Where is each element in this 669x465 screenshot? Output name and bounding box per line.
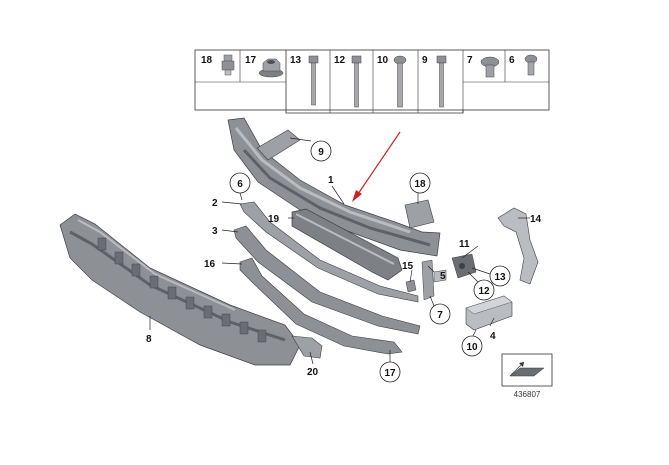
part-5-bracket [421,259,447,301]
callout-6: 6 [237,179,243,190]
callout-circle-6: 6 [229,172,251,194]
fastener-number-9: 9 [422,55,428,66]
fastener-number-18: 18 [201,55,213,66]
callout-7: 7 [437,310,443,321]
fastener-number-6: 6 [509,55,515,66]
callout-circle-18: 18 [409,172,431,194]
callout-16: 16 [204,259,216,270]
callout-13: 13 [494,272,506,283]
part-1-bumper-carrier [227,117,441,257]
long-bolt-icon [436,55,447,108]
callout-15: 15 [402,261,414,272]
callout-circle-12: 12 [473,279,495,301]
callout-12: 12 [478,286,490,297]
fastener-strip: 18 17 13 12 10 9 7 6 [194,49,550,114]
fastener-number-13: 13 [290,55,302,66]
callout-8: 8 [146,334,152,345]
fastener-number-17: 17 [245,55,257,66]
hex-nut-icon [221,54,235,76]
part-4-pad [465,295,513,331]
callout-17: 17 [384,368,396,379]
part-20-bracket [291,335,323,359]
part-3-rail [233,225,421,335]
callout-9: 9 [318,147,324,158]
callout-circle-9: 9 [310,140,332,162]
expanding-rivet-icon [480,56,500,78]
callout-circle-13: 13 [489,265,511,287]
reference-number: 436807 [514,390,541,399]
long-bolt-icon [308,55,319,106]
callout-circle-17: 17 [379,361,401,383]
part-15-clip [405,279,417,293]
callout-circle-7: 7 [429,303,451,325]
fastener-number-10: 10 [377,55,389,66]
callout-19: 19 [268,214,280,225]
callout-2: 2 [212,198,218,209]
short-screw-icon [524,54,538,76]
part-16-rail [239,257,403,355]
fastener-number-7: 7 [467,55,473,66]
callout-10: 10 [466,342,478,353]
leader-lines [149,137,530,365]
callout-20: 20 [307,367,319,378]
callout-5: 5 [440,271,446,282]
bolt-icon [393,55,407,108]
part-19-center-absorber [291,208,403,281]
part-2-rail [239,201,419,303]
flange-nut-icon [258,58,284,78]
callout-4: 4 [490,331,496,342]
part-8-energy-absorber [59,213,301,366]
reference-box: 436807 [501,353,553,399]
part-11-sensor-holder [451,253,477,279]
callout-3: 3 [212,226,218,237]
long-bolt-icon [351,55,362,108]
fastener-number-12: 12 [334,55,346,66]
direction-arrow [352,131,401,202]
callout-11: 11 [459,239,470,250]
callout-circle-10: 10 [461,335,483,357]
callout-18: 18 [414,179,426,190]
part-14-bracket [497,207,539,285]
callout-14: 14 [530,214,542,225]
callout-1: 1 [328,175,334,186]
